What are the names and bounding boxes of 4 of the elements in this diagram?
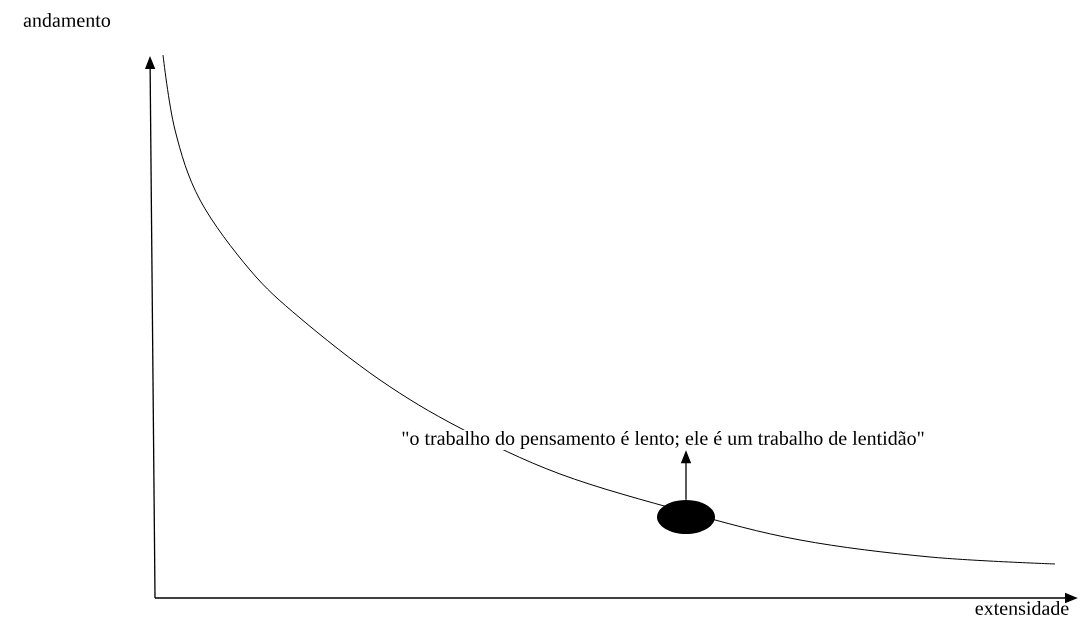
axis-label: andamento [23,12,111,27]
axis-label: extensidade [975,600,1069,615]
ellipse-marker [657,500,715,534]
quote-text: "o trabalho do pensamento é lento; ele é um trabalho de lentidão" [400,429,926,451]
